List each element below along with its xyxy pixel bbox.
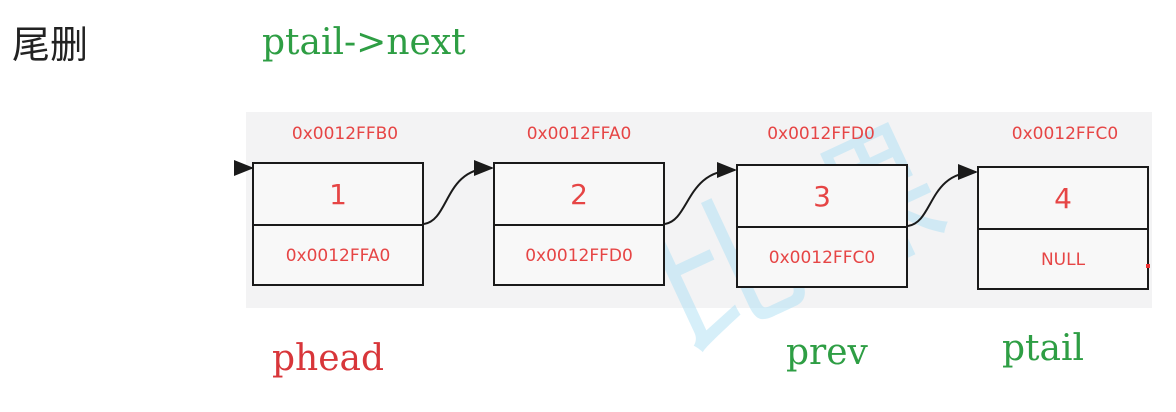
node-3: 3 0x0012FFC0 <box>736 164 908 288</box>
red-dot <box>1146 264 1150 268</box>
phead-label: phead <box>272 338 385 379</box>
node-2-next: 0x0012FFD0 <box>525 246 633 266</box>
link-3-to-4 <box>907 164 978 227</box>
node-1: 1 0x0012FFA0 <box>252 162 424 286</box>
node-2-value: 2 <box>495 164 663 226</box>
node-4-address: 0x0012FFC0 <box>1011 124 1119 144</box>
node-3-next: 0x0012FFC0 <box>768 248 876 268</box>
node-1-address: 0x0012FFB0 <box>291 124 399 144</box>
node-4-value: 4 <box>979 168 1147 230</box>
link-1-to-2 <box>423 160 494 225</box>
node-1-value: 1 <box>254 164 422 226</box>
node-4: 4 NULL <box>977 166 1149 290</box>
node-2-address: 0x0012FFA0 <box>526 124 632 144</box>
slide-title: 尾删 <box>12 23 89 67</box>
ptail-label: ptail <box>1002 328 1085 369</box>
node-3-value: 3 <box>738 166 906 228</box>
node-3-address: 0x0012FFD0 <box>767 124 875 144</box>
node-1-next: 0x0012FFA0 <box>285 246 391 266</box>
link-2-to-3 <box>664 162 737 225</box>
node-4-next: NULL <box>1040 250 1086 270</box>
ptail-next-label: ptail->next <box>262 22 466 63</box>
node-2: 2 0x0012FFD0 <box>493 162 665 286</box>
prev-label: prev <box>786 332 868 373</box>
